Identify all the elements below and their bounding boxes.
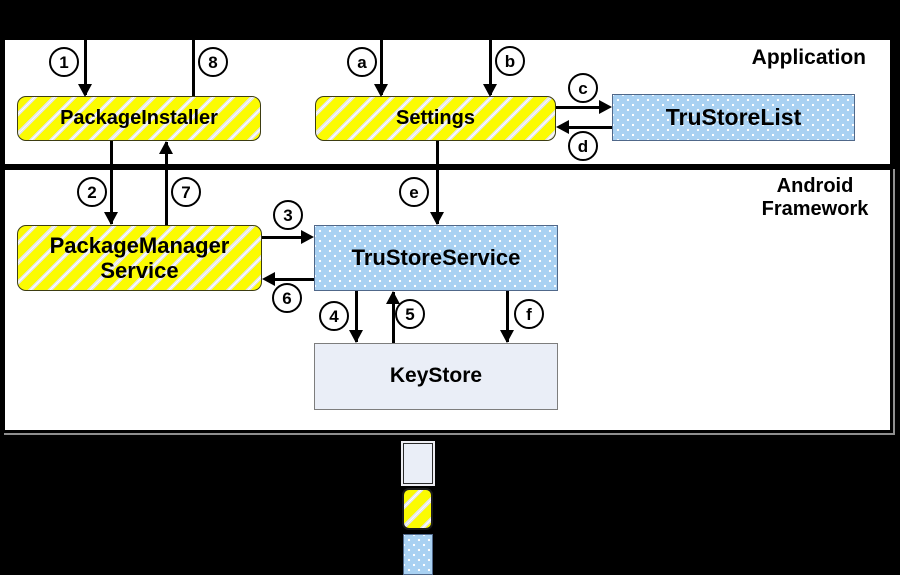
arrow-label-8: 8 bbox=[198, 47, 228, 77]
arrow-8-line bbox=[192, 0, 195, 96]
arrow-label-3: 3 bbox=[273, 200, 303, 230]
arrow-d-head bbox=[556, 120, 569, 134]
arrow-label-e: e bbox=[399, 177, 429, 207]
arrow-c-head bbox=[599, 100, 612, 114]
arrow-2-head bbox=[104, 212, 118, 225]
node-package-installer: PackageInstaller bbox=[17, 96, 261, 141]
arrow-label-2: 2 bbox=[77, 177, 107, 207]
arrow-5-head bbox=[386, 291, 400, 304]
arrow-label-a: a bbox=[347, 47, 377, 77]
arrow-a-head bbox=[374, 84, 388, 97]
arrow-1-line bbox=[84, 0, 87, 95]
arrow-4-line bbox=[355, 291, 358, 342]
arrow-label-6: 6 bbox=[272, 283, 302, 313]
android-framework-section-label: Android Framework bbox=[761, 175, 869, 220]
arrow-d-line bbox=[566, 126, 612, 129]
arrow-label-5: 5 bbox=[395, 299, 425, 329]
arrow-f-line bbox=[506, 291, 509, 342]
arrow-3-line bbox=[262, 236, 304, 239]
arrow-label-1: 1 bbox=[49, 47, 79, 77]
arrow-7-head bbox=[159, 141, 173, 154]
arrow-6-line bbox=[272, 278, 314, 281]
arrow-label-4: 4 bbox=[319, 301, 349, 331]
arrow-b-head bbox=[483, 84, 497, 97]
arrow-b-line bbox=[489, 0, 492, 95]
arrow-4-head bbox=[349, 330, 363, 343]
arrow-label-c: c bbox=[568, 73, 598, 103]
legend-swatch-blue-dotted bbox=[403, 534, 433, 575]
arrow-3-head bbox=[301, 230, 314, 244]
arrow-7-line bbox=[165, 142, 168, 225]
arrow-a-line bbox=[380, 0, 383, 95]
node-keystore: KeyStore bbox=[314, 343, 558, 410]
arrow-1-head bbox=[78, 84, 92, 97]
node-trustore-service: TruStoreService bbox=[314, 225, 558, 291]
node-package-manager-service: PackageManager Service bbox=[17, 225, 262, 291]
arrow-c-line bbox=[556, 106, 602, 109]
arrow-e-line bbox=[436, 141, 439, 224]
application-section-label: Application bbox=[751, 46, 866, 69]
arrow-2-line bbox=[110, 141, 113, 224]
arrow-6-head bbox=[262, 272, 275, 286]
arrow-label-7: 7 bbox=[171, 177, 201, 207]
node-trustore-list: TruStoreList bbox=[612, 94, 855, 141]
arrow-label-d: d bbox=[568, 131, 598, 161]
arrow-5-line bbox=[392, 292, 395, 343]
node-settings: Settings bbox=[315, 96, 556, 141]
arrow-label-b: b bbox=[495, 46, 525, 76]
legend-swatch-plain bbox=[403, 443, 433, 484]
legend-swatch-yellow-hatched bbox=[402, 488, 433, 530]
arrow-e-head bbox=[430, 212, 444, 225]
arrow-label-f: f bbox=[514, 299, 544, 329]
arrow-f-head bbox=[500, 330, 514, 343]
